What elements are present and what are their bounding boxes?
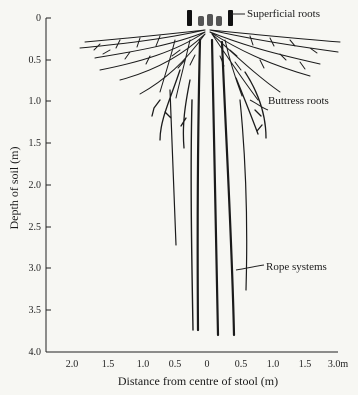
y-tick-labels: 0 0.5 1.0 1.5 2.0 2.5 3.0 3.5 4.0 <box>29 13 42 358</box>
x-tick-label: 1.0 <box>137 359 150 370</box>
x-axis-title: Distance from centre of stool (m) <box>118 374 278 388</box>
y-tick-label: 3.0 <box>29 263 42 274</box>
buttress-roots <box>152 70 266 148</box>
label-superficial-roots: Superficial roots <box>247 8 320 20</box>
y-tick-label: 0 <box>36 13 41 24</box>
y-tick-label: 1.0 <box>29 96 42 107</box>
annotation-leaders <box>232 14 268 270</box>
x-tick-label: 0 <box>205 359 210 370</box>
x-tick-label: 0.5 <box>169 359 182 370</box>
stool <box>187 10 233 26</box>
x-tick-label: 2.0 <box>66 359 79 370</box>
x-tick-label: 1.5 <box>299 359 312 370</box>
superficial-roots <box>80 30 340 100</box>
y-tick-label: 4.0 <box>29 347 42 358</box>
y-tick-label: 2.5 <box>29 222 42 233</box>
y-ticks <box>46 18 51 352</box>
x-tick-labels: 2.0 1.5 1.0 0.5 0 0.5 1.0 1.5 3.0m <box>66 359 349 370</box>
y-tick-label: 0.5 <box>29 55 42 66</box>
y-tick-label: 1.5 <box>29 138 42 149</box>
x-tick-label: 1.5 <box>102 359 115 370</box>
y-tick-label: 2.0 <box>29 180 42 191</box>
x-tick-label: 1.0 <box>267 359 280 370</box>
y-axis-title: Depth of soil (m) <box>7 147 21 230</box>
label-rope-systems: Rope systems <box>266 261 327 273</box>
x-tick-label: 0.5 <box>235 359 248 370</box>
x-tick-label: 3.0m <box>328 359 349 370</box>
y-tick-label: 3.5 <box>29 305 42 316</box>
label-buttress-roots: Buttress roots <box>268 95 329 107</box>
rope-systems <box>170 40 247 335</box>
